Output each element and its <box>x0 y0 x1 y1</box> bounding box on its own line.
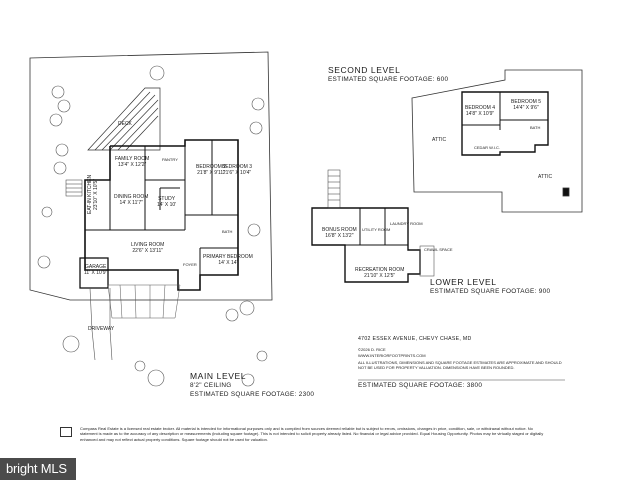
bright-mls-logo: bright MLS <box>0 458 76 480</box>
patio <box>107 284 181 319</box>
disclaimer: Compass Real Estate is a licensed real e… <box>80 426 544 442</box>
utility-room-label: UTILITY ROOM <box>362 227 391 232</box>
second-level-plan <box>411 69 583 213</box>
equal-housing-icon <box>60 427 72 437</box>
bedroom-5-label: BEDROOM 5 14'4" X 9'6" <box>511 99 542 112</box>
bedroom-3-label: BEDROOM 3 21'6" X 10'4" <box>222 164 253 177</box>
lower-level-plan <box>311 207 421 283</box>
garage-dimensions: 11' X 10'9" <box>84 269 108 276</box>
crawl-space-label: CRAWL SPACE <box>424 247 453 252</box>
attic-right-label: ATTIC <box>538 174 553 180</box>
website: WWW.INTERIORFOOTPRINTS.COM <box>358 353 426 358</box>
main-level-ceiling: 8'2" CEILING <box>190 382 232 389</box>
deck-label: DECK <box>118 121 132 127</box>
deck <box>87 87 161 151</box>
lower-level-title: LOWER LEVEL <box>430 277 497 287</box>
bedroom-2-label: BEDROOM 2 21'8" X 9'11" <box>196 164 227 177</box>
notice: ALL ILLUSTRATIONS, DIMENSIONS AND SQUARE… <box>358 360 562 370</box>
main-level-title: MAIN LEVEL <box>190 371 247 381</box>
bedroom-3-name: BEDROOM 3 <box>222 164 253 170</box>
dining-room-dimensions: 14' X 11'7" <box>119 199 143 206</box>
bedroom-3-dimensions: 21'6" X 10'4" <box>222 169 252 176</box>
bedroom-4-name: BEDROOM 4 <box>465 105 496 111</box>
address: 4702 ESSEX AVENUE, CHEVY CHASE, MD <box>358 336 472 342</box>
bonus-room-dimensions: 16'8" X 13'2" <box>325 232 354 239</box>
foyer-label: FOYER <box>183 262 197 267</box>
family-room-label: FAMILY ROOM 13'4" X 12'2" <box>115 156 150 169</box>
recreation-room-dimensions: 21'10" X 12'5" <box>364 272 396 279</box>
copyright: ©2026 D. RICE <box>358 347 386 352</box>
dining-room-name: DINING ROOM <box>114 194 149 200</box>
total-sqft: ESTIMATED SQUARE FOOTAGE: 3800 <box>358 382 483 389</box>
family-room-dimensions: 13'4" X 12'2" <box>118 161 147 168</box>
recreation-room-name: RECREATION ROOM <box>355 267 405 273</box>
garage-label: GARAGE 11' X 10'9" <box>84 264 108 277</box>
bedroom-4-dimensions: 14'8" X 10'9" <box>465 110 495 117</box>
second-level-sqft: ESTIMATED SQUARE FOOTAGE: 600 <box>328 76 449 83</box>
driveway-lines <box>89 287 96 361</box>
bedroom-2-dimensions: 21'8" X 9'11" <box>197 169 225 176</box>
study-dimensions: 14' X 10' <box>157 201 177 208</box>
second-bath-label: BATH <box>530 125 541 130</box>
eat-in-kitchen-label: EAT-IN KITCHEN 23'10" X 10'5" <box>87 175 100 214</box>
bonus-room-name: BONUS ROOM <box>322 227 357 233</box>
trees <box>37 65 268 387</box>
living-room-name: LIVING ROOM <box>131 242 165 248</box>
dining-room-label: DINING ROOM 14' X 11'7" <box>114 194 149 207</box>
living-room-dimensions: 22'6" X 13'11" <box>132 247 163 254</box>
laundry-room-label: LAUNDRY ROOM <box>390 221 423 226</box>
recreation-room-label: RECREATION ROOM 21'10" X 12'5" <box>355 267 405 280</box>
driveway-label: DRIVEWAY <box>88 326 115 332</box>
study-label: STUDY 14' X 10' <box>157 196 177 209</box>
primary-bedroom-label: PRIMARY BEDROOM 14' X 14' <box>203 254 253 267</box>
primary-bedroom-name: PRIMARY BEDROOM <box>203 254 253 260</box>
brand-text: bright MLS <box>6 461 67 476</box>
eat-in-kitchen-dimensions: 23'10" X 10'5" <box>92 178 99 210</box>
bath-label: BATH <box>222 229 233 234</box>
lower-level-sqft: ESTIMATED SQUARE FOOTAGE: 900 <box>430 288 551 295</box>
bedroom-4-label: BEDROOM 4 14'8" X 10'9" <box>465 105 496 118</box>
family-room-name: FAMILY ROOM <box>115 156 150 162</box>
main-level-sqft: ESTIMATED SQUARE FOOTAGE: 2300 <box>190 391 315 398</box>
living-room-label: LIVING ROOM 22'6" X 13'11" <box>131 242 165 255</box>
pantry-label: PANTRY <box>162 157 178 162</box>
attic-left-label: ATTIC <box>432 137 447 143</box>
second-level-title: SECOND LEVEL <box>328 65 401 75</box>
garage-outline <box>79 257 109 289</box>
bedroom-5-dimensions: 14'4" X 9'6" <box>513 104 539 111</box>
garage-name: GARAGE <box>84 264 107 270</box>
primary-bedroom-dimensions: 14' X 14' <box>218 259 238 266</box>
cedar-wic-label: CEDAR W.I.C. <box>474 145 501 150</box>
main-level-plan <box>84 139 239 291</box>
bonus-room-label: BONUS ROOM 16'8" X 13'2" <box>322 227 357 240</box>
bedroom-5-name: BEDROOM 5 <box>511 99 542 105</box>
study-name: STUDY <box>158 196 176 202</box>
bedroom-2-name: BEDROOM 2 <box>196 164 227 170</box>
